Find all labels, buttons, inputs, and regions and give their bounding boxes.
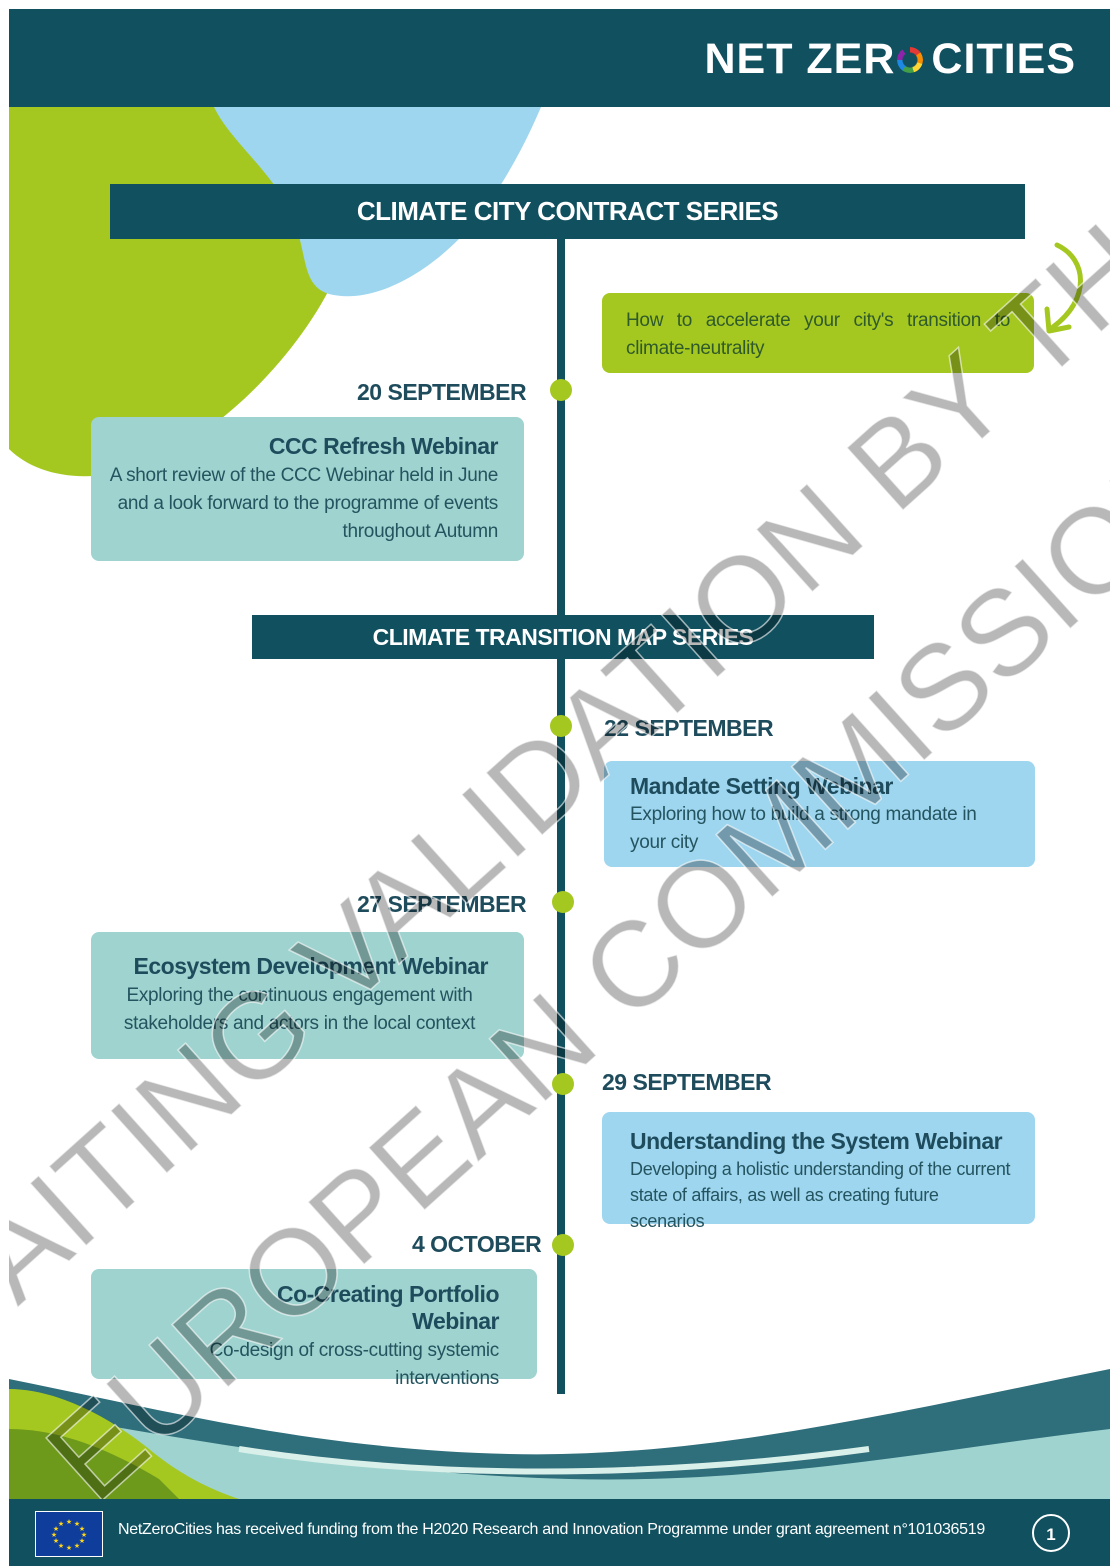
event-description: Developing a holistic understanding of t… [630, 1159, 1011, 1231]
event-card: Mandate Setting Webinar Exploring how to… [604, 761, 1035, 867]
timeline-dot [552, 891, 574, 913]
series-heading-ccc: CLIMATE CITY CONTRACT SERIES [110, 184, 1025, 239]
bottom-wave-highlight [238, 1446, 870, 1475]
net-zero-cities-logo: NET ZER CITIES [704, 35, 1076, 84]
logo-text-left: NET ZER [704, 35, 896, 83]
event-title: Ecosystem Development Webinar [133, 953, 489, 979]
svg-text:★: ★ [66, 1518, 72, 1526]
curved-arrow-icon [1044, 242, 1083, 334]
callout-card: How to accelerate your city's transition… [602, 293, 1034, 373]
timeline-dot [550, 715, 572, 737]
timeline-line [557, 237, 565, 1394]
svg-text:★: ★ [74, 1520, 80, 1528]
event-card: Co-Creating Portfolio Webinar Co-design … [91, 1269, 537, 1389]
funding-notice: NetZeroCities has received funding from … [118, 1521, 985, 1538]
bottom-green-hill [9, 1429, 179, 1499]
svg-text:★: ★ [58, 1520, 64, 1528]
svg-text:★: ★ [79, 1525, 85, 1533]
event-card: Ecosystem Development Webinar Exploring … [91, 932, 524, 1059]
header-bar: NET ZER CITIES [9, 9, 1110, 107]
event-title: Mandate Setting Webinar [630, 773, 893, 799]
event-date: 20 SEPTEMBER [357, 379, 527, 405]
event-title: Co-Creating Portfolio Webinar [276, 1281, 500, 1334]
event-description: Exploring how to build a strong mandate … [630, 804, 977, 853]
callout-text: How to accelerate your city's transition… [626, 310, 1010, 359]
event-title: CCC Refresh Webinar [268, 433, 499, 459]
timeline-dot [550, 379, 572, 401]
logo-text-right: CITIES [931, 35, 1076, 83]
svg-text:★: ★ [53, 1525, 59, 1533]
svg-text:★: ★ [53, 1537, 59, 1545]
event-description: Co-design of cross-cutting systemic inte… [209, 1340, 500, 1389]
event-date: 4 OCTOBER [412, 1231, 542, 1257]
eu-stars-icon: ★★★ ★★★ ★★★ ★★★ [51, 1518, 87, 1552]
event-date: 27 SEPTEMBER [357, 891, 527, 917]
event-title: Understanding the System Webinar [630, 1128, 1003, 1154]
svg-text:★: ★ [74, 1542, 80, 1550]
timeline-dot [552, 1073, 574, 1095]
svg-text:★: ★ [51, 1531, 57, 1539]
bottom-light-wave [9, 1409, 1110, 1499]
event-description: Exploring the continuous engagement with… [123, 985, 476, 1034]
event-date: 29 SEPTEMBER [602, 1069, 772, 1095]
page-number: 1 [1032, 1514, 1070, 1552]
page: NET ZER CITIES CLIMATE CITY CONTRACT SER… [9, 9, 1110, 1566]
event-card: Understanding the System Webinar Develop… [602, 1112, 1035, 1231]
event-card: CCC Refresh Webinar A short review of th… [91, 417, 524, 561]
svg-text:★: ★ [66, 1544, 72, 1552]
logo-ring-icon [897, 46, 924, 73]
event-date: 22 SEPTEMBER [604, 715, 774, 741]
timeline-dot [552, 1234, 574, 1256]
event-description: A short review of the CCC Webinar held i… [109, 465, 499, 542]
series-heading-ctm: CLIMATE TRANSITION MAP SERIES [252, 615, 874, 659]
footer-bar: ★★★ ★★★ ★★★ ★★★ NetZeroCities has receiv… [9, 1499, 1110, 1566]
svg-text:★: ★ [81, 1531, 87, 1539]
svg-text:★: ★ [58, 1542, 64, 1550]
eu-flag-icon: ★★★ ★★★ ★★★ ★★★ [35, 1511, 103, 1557]
svg-text:★: ★ [79, 1537, 85, 1545]
